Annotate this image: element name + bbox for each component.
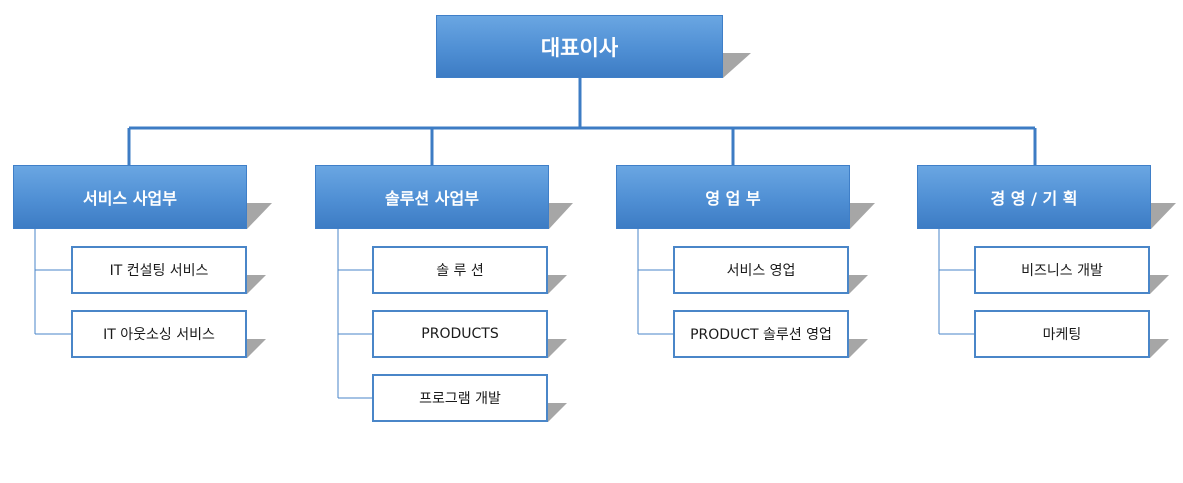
team-box-marketing: 마케팅 [974,310,1150,358]
department-box-management: 경 영 / 기 획 [917,165,1151,229]
team-label: PRODUCT 솔루션 영업 [690,327,832,343]
team-box-it-outsourcing: IT 아웃소싱 서비스 [71,310,247,358]
ceo-box: 대표이사 [436,15,723,78]
department-box-sales: 영 업 부 [616,165,850,229]
team-label: 마케팅 [1042,327,1082,343]
department-label: 경 영 / 기 획 [990,189,1078,208]
department-box-service: 서비스 사업부 [13,165,247,229]
department-box-solution: 솔루션 사업부 [315,165,549,229]
team-box-it-consulting: IT 컨설팅 서비스 [71,246,247,294]
team-box-products: PRODUCTS [372,310,548,358]
team-box-program-development: 프로그램 개발 [372,374,548,422]
team-label: 솔 루 션 [436,263,484,279]
team-label: 프로그램 개발 [419,391,501,407]
team-box-product-solution-sales: PRODUCT 솔루션 영업 [673,310,849,358]
box-shadows [247,53,1176,422]
team-label: PRODUCTS [421,326,499,342]
department-label: 영 업 부 [705,189,761,208]
team-label: 비즈니스 개발 [1021,263,1103,279]
ceo-label: 대표이사 [540,35,619,60]
team-label: IT 아웃소싱 서비스 [103,327,215,343]
team-label: 서비스 영업 [726,263,796,279]
team-box-business-development: 비즈니스 개발 [974,246,1150,294]
department-label: 솔루션 사업부 [385,189,479,208]
team-box-service-sales: 서비스 영업 [673,246,849,294]
team-label: IT 컨설팅 서비스 [109,263,209,279]
team-box-solution: 솔 루 션 [372,246,548,294]
department-label: 서비스 사업부 [83,189,177,208]
